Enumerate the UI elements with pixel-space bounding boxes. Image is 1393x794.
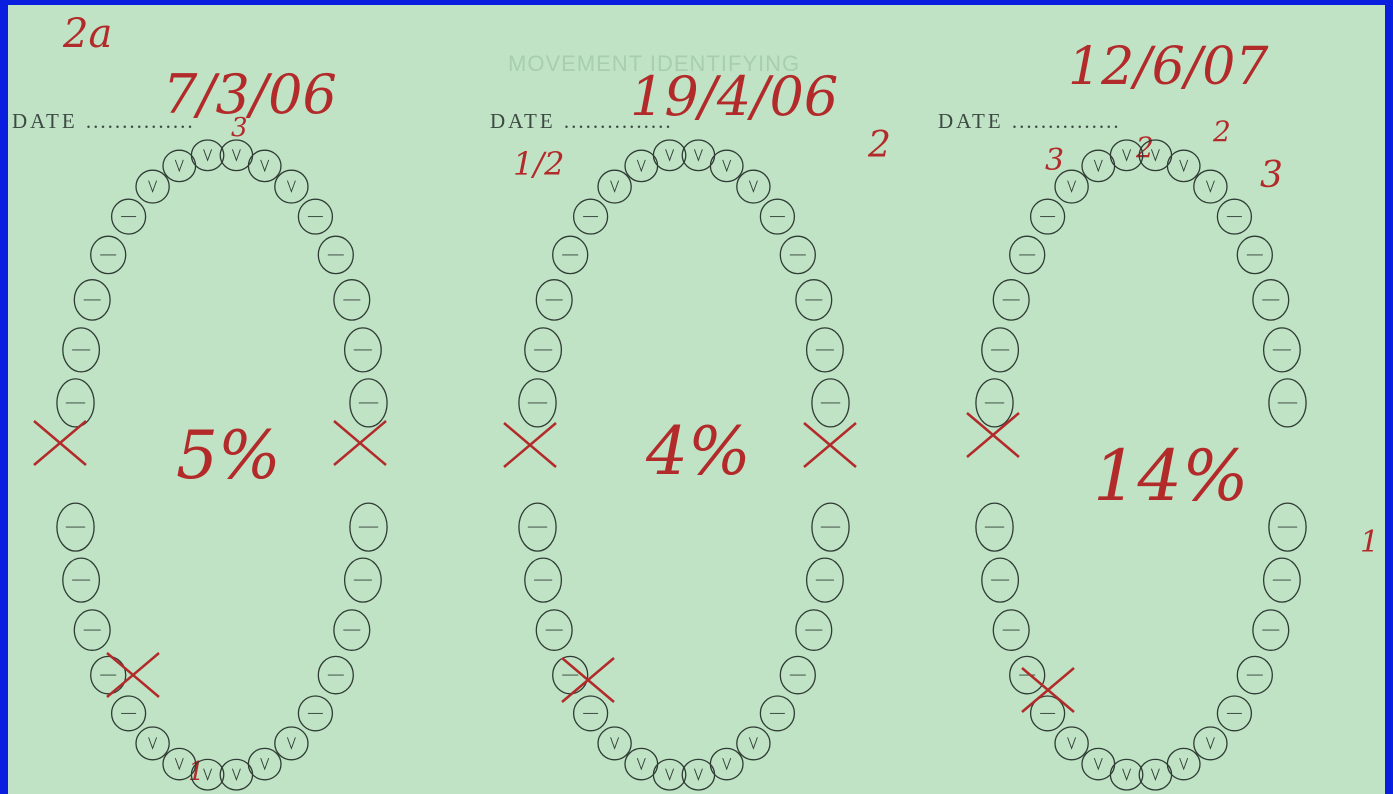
tooth-outline bbox=[710, 150, 743, 181]
incisor-mark bbox=[1068, 181, 1076, 192]
tooth-outline bbox=[191, 140, 223, 171]
incisor-mark bbox=[1151, 769, 1159, 780]
incisor-mark bbox=[261, 160, 269, 171]
tooth-outline bbox=[1194, 727, 1227, 760]
tooth-outline bbox=[1194, 170, 1227, 203]
incisor-mark bbox=[1123, 149, 1131, 160]
tooth-outline bbox=[1082, 748, 1115, 779]
incisor-mark bbox=[149, 737, 157, 748]
tooth-outline bbox=[598, 727, 631, 760]
incisor-mark bbox=[175, 160, 183, 171]
tooth-outline bbox=[710, 748, 743, 779]
tooth-outline bbox=[1055, 727, 1088, 760]
tooth-outline bbox=[163, 748, 196, 779]
tooth-outline bbox=[191, 759, 223, 790]
tooth-outline bbox=[1110, 140, 1142, 171]
tooth-outline bbox=[275, 727, 308, 760]
tooth-outline bbox=[1055, 170, 1088, 203]
tooth-outline bbox=[1167, 150, 1200, 181]
incisor-mark bbox=[1180, 758, 1188, 769]
tooth-outline bbox=[737, 170, 770, 203]
incisor-mark bbox=[1206, 737, 1214, 748]
incisor-mark bbox=[1151, 149, 1159, 160]
incisor-mark bbox=[232, 149, 240, 160]
incisor-mark bbox=[749, 737, 757, 748]
incisor-mark bbox=[232, 769, 240, 780]
tooth-outline bbox=[136, 727, 169, 760]
incisor-mark bbox=[723, 758, 731, 769]
tooth-outline bbox=[598, 170, 631, 203]
incisor-mark bbox=[1123, 769, 1131, 780]
incisor-mark bbox=[637, 160, 645, 171]
incisor-mark bbox=[204, 769, 212, 780]
tooth-outline bbox=[136, 170, 169, 203]
incisor-mark bbox=[1180, 160, 1188, 171]
incisor-mark bbox=[611, 181, 619, 192]
tooth-outline bbox=[220, 759, 252, 790]
incisor-mark bbox=[287, 737, 295, 748]
incisor-mark bbox=[637, 758, 645, 769]
incisor-mark bbox=[666, 769, 674, 780]
tooth-outline bbox=[1110, 759, 1142, 790]
missing-tooth-cross bbox=[34, 421, 86, 465]
incisor-mark bbox=[287, 181, 295, 192]
incisor-mark bbox=[261, 758, 269, 769]
tooth-arches bbox=[8, 5, 1385, 794]
incisor-mark bbox=[666, 149, 674, 160]
missing-tooth-cross bbox=[967, 413, 1019, 457]
incisor-mark bbox=[611, 737, 619, 748]
missing-tooth-cross bbox=[1022, 668, 1074, 712]
tooth-outline bbox=[1139, 759, 1171, 790]
tooth-outline bbox=[248, 150, 281, 181]
incisor-mark bbox=[723, 160, 731, 171]
tooth-outline bbox=[682, 759, 714, 790]
incisor-mark bbox=[1094, 758, 1102, 769]
missing-tooth-cross bbox=[334, 421, 386, 465]
incisor-mark bbox=[1068, 737, 1076, 748]
arch-2 bbox=[504, 140, 856, 790]
incisor-mark bbox=[204, 149, 212, 160]
dental-chart-card: MOVEMENT IDENTIFYING 2a DATE ...........… bbox=[8, 5, 1385, 794]
tooth-outline bbox=[275, 170, 308, 203]
incisor-mark bbox=[694, 769, 702, 780]
tooth-outline bbox=[1139, 140, 1171, 171]
tooth-outline bbox=[625, 748, 658, 779]
tooth-outline bbox=[653, 759, 685, 790]
arch-1 bbox=[34, 140, 387, 790]
missing-tooth-cross bbox=[504, 423, 556, 467]
tooth-outline bbox=[1167, 748, 1200, 779]
incisor-mark bbox=[175, 758, 183, 769]
tooth-outline bbox=[163, 150, 196, 181]
tooth-outline bbox=[248, 748, 281, 779]
tooth-outline bbox=[1082, 150, 1115, 181]
incisor-mark bbox=[694, 149, 702, 160]
tooth-outline bbox=[682, 140, 714, 171]
incisor-mark bbox=[149, 181, 157, 192]
missing-tooth-cross bbox=[804, 423, 856, 467]
tooth-outline bbox=[653, 140, 685, 171]
tooth-outline bbox=[737, 727, 770, 760]
incisor-mark bbox=[749, 181, 757, 192]
incisor-mark bbox=[1094, 160, 1102, 171]
missing-tooth-cross bbox=[562, 658, 614, 702]
tooth-outline bbox=[625, 150, 658, 181]
arch-3 bbox=[967, 140, 1306, 790]
incisor-mark bbox=[1206, 181, 1214, 192]
tooth-outline bbox=[220, 140, 252, 171]
